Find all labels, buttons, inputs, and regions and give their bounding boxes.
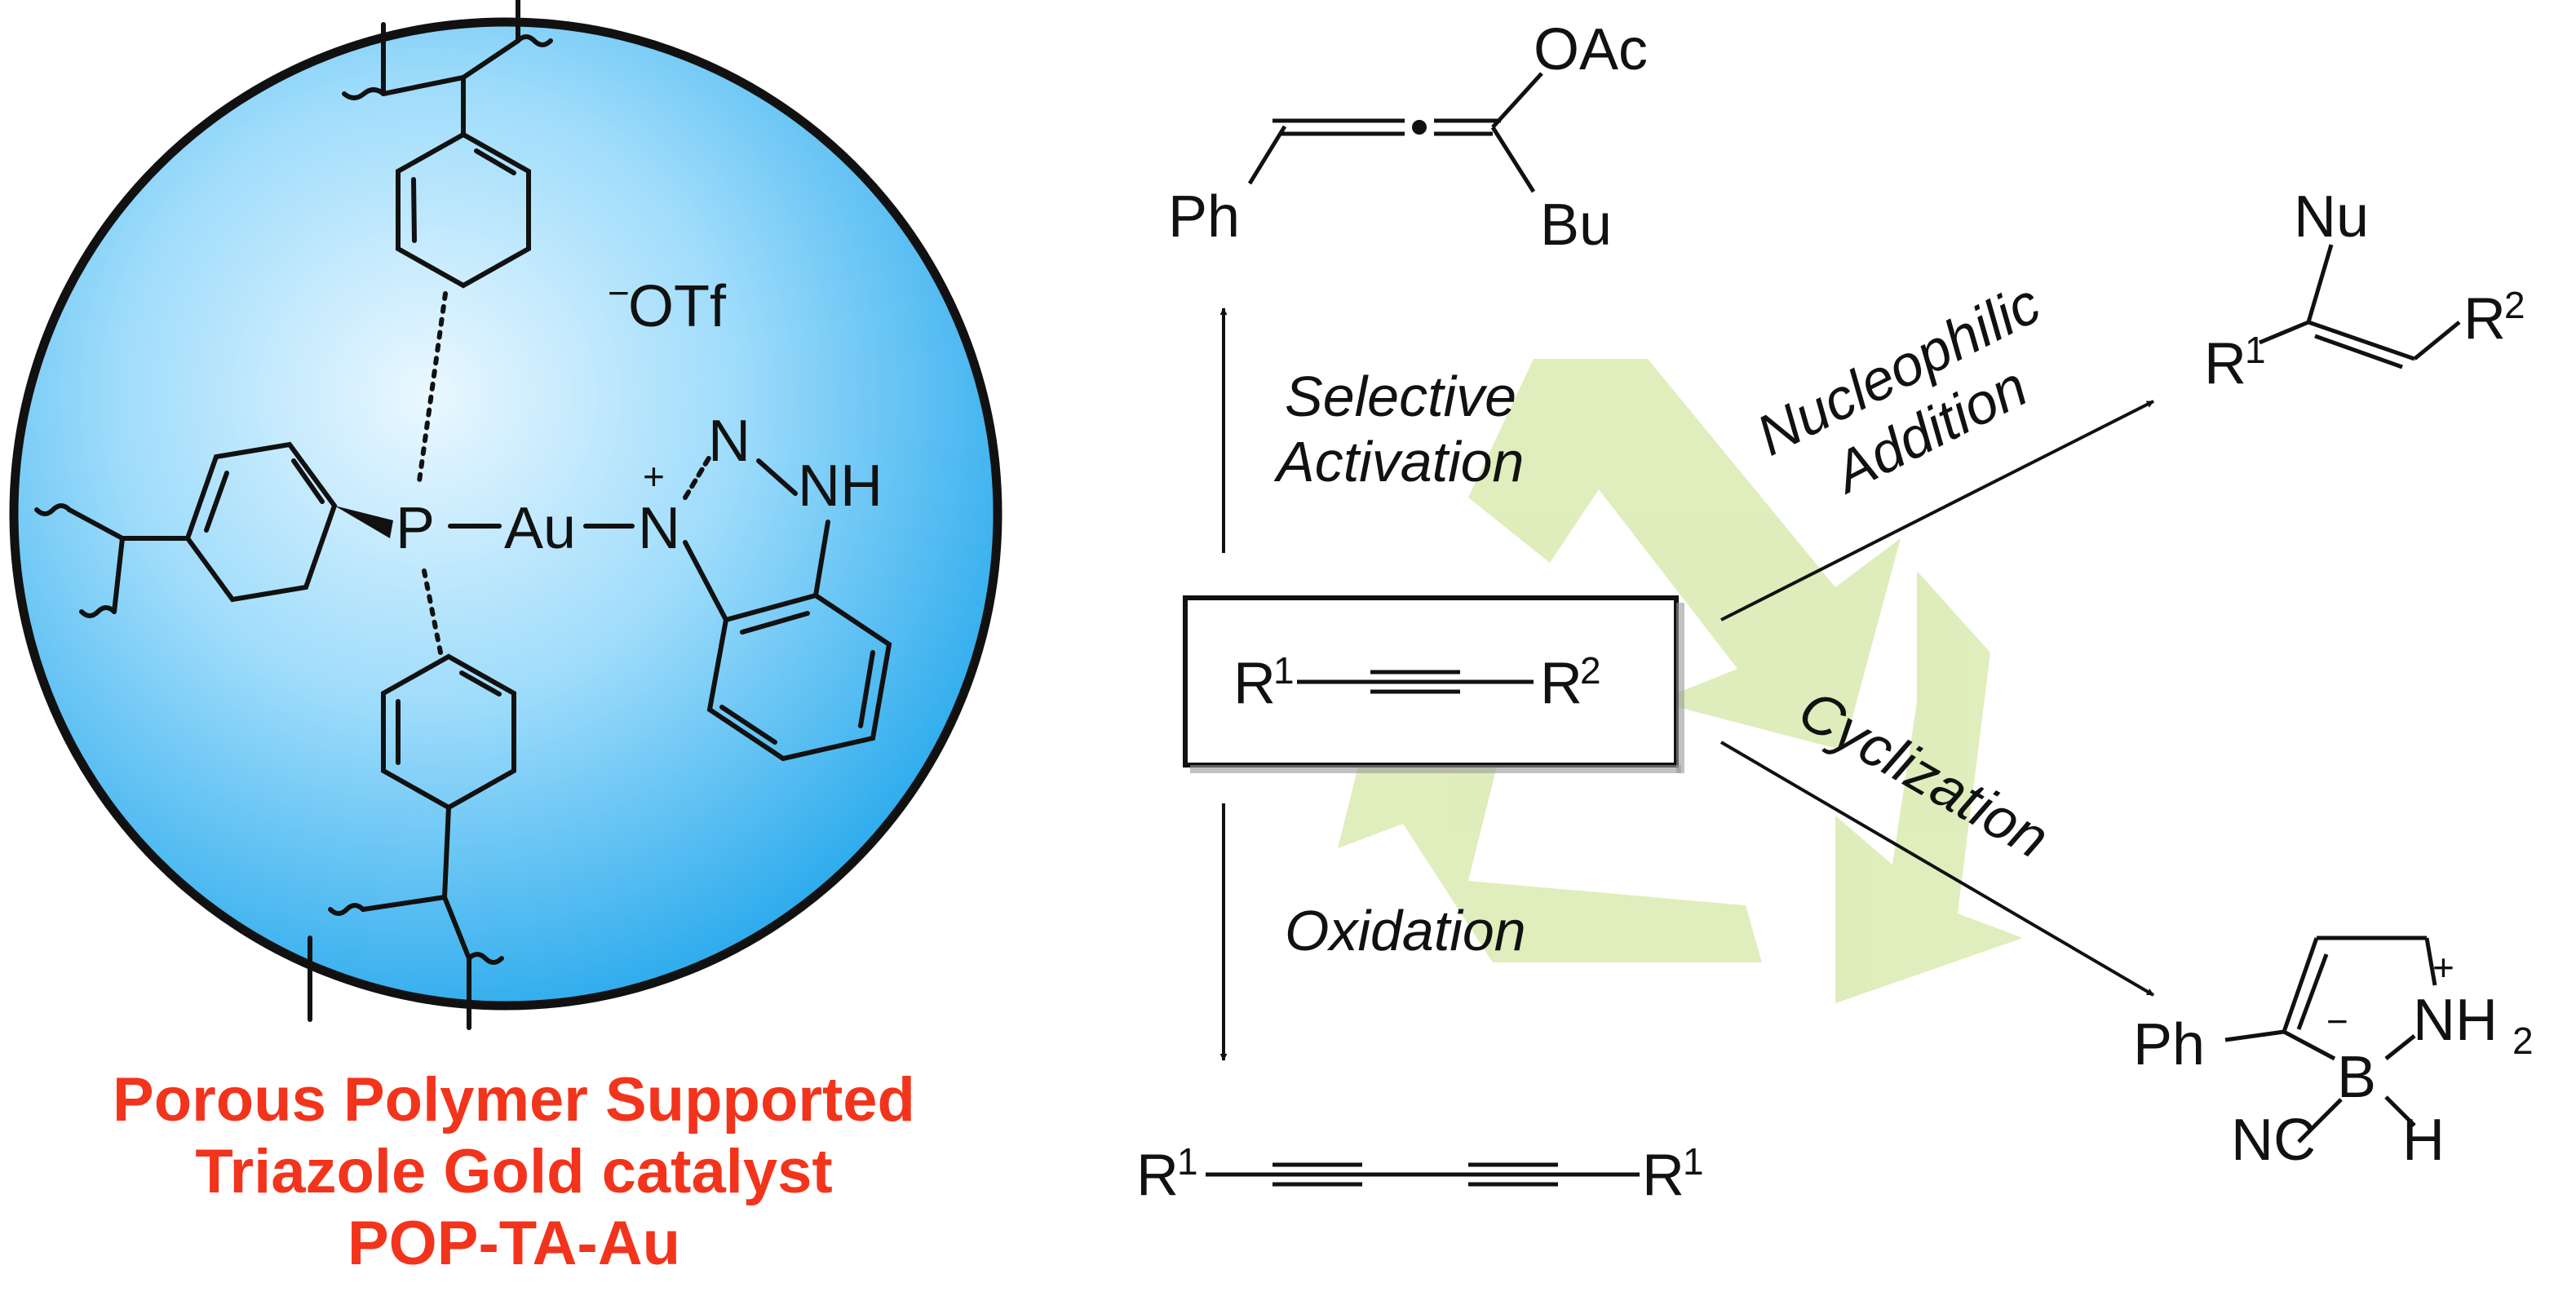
azaborole-nc: NC [2231,1108,2316,1173]
alkene-r2-sup: 2 [2504,284,2525,326]
triazole-n-plus-label: N [638,496,680,561]
azaborole-minus: − [2326,1000,2348,1042]
diyne-r1-left: R [1136,1143,1179,1208]
substrate-r1: R [1233,651,1276,716]
diyne-r1-left-sup: 1 [1177,1140,1198,1183]
azaborole-nh-sub: 2 [2512,1020,2534,1062]
azaborole-h: H [2402,1108,2445,1173]
product-diyne: R 1 R 1 [1136,1140,1704,1208]
phosphorus-label: P [396,496,435,561]
product-azaborole: Ph − B + NH 2 NC H [2133,936,2534,1173]
alkene-nu: Nu [2294,184,2369,250]
catalyst-labels: − OTf P Au + N N NH [396,272,883,561]
triazole-plus: + [643,455,665,498]
label-activation: Activation [1273,430,1524,493]
counterion-label: OTf [628,274,727,339]
label-selective: Selective [1285,365,1516,428]
product-alkene: Nu R 1 R 2 [2204,184,2525,396]
substrate-box: R 1 R 2 [1183,595,1684,773]
alkene-r1-sup: 1 [2245,329,2266,371]
polymer-sphere [9,17,1003,1011]
triazole-nh-label: NH [798,453,883,519]
allene-bu: Bu [1540,192,1612,258]
reaction-arrows [1219,307,2155,1061]
arrow-upper-right [1720,400,2154,622]
diyne-r1-right-sup: 1 [1683,1140,1704,1183]
azaborole-nh: NH [2413,988,2498,1053]
counterion-charge: − [608,272,630,314]
azaborole-ph: Ph [2133,1012,2205,1077]
triazole-n-label: N [708,409,750,474]
substrate-r1-sup: 1 [1273,649,1295,692]
label-oxidation: Oxidation [1285,899,1526,962]
substrate-r2: R [1540,651,1582,716]
product-allene: OAc Ph Bu [1168,17,1648,258]
caption-line-1: Porous Polymer Supported [113,1065,915,1135]
gold-label: Au [504,496,576,561]
diyne-r1-right: R [1642,1143,1684,1208]
azaborole-b: B [2337,1045,2376,1110]
alkene-r1: R [2204,331,2246,396]
substrate-r2-sup: 2 [1580,649,1601,692]
alkene-r2: R [2463,286,2506,352]
caption-line-2: Triazole Gold catalyst [195,1137,833,1206]
catalyst-structure [34,0,892,1030]
azaborole-plus: + [2432,946,2454,989]
arrow-lower-right [1720,741,2155,997]
caption-line-3: POP-TA-Au [347,1209,681,1278]
allene-oac: OAc [1534,17,1648,82]
allene-ph: Ph [1168,184,1240,250]
